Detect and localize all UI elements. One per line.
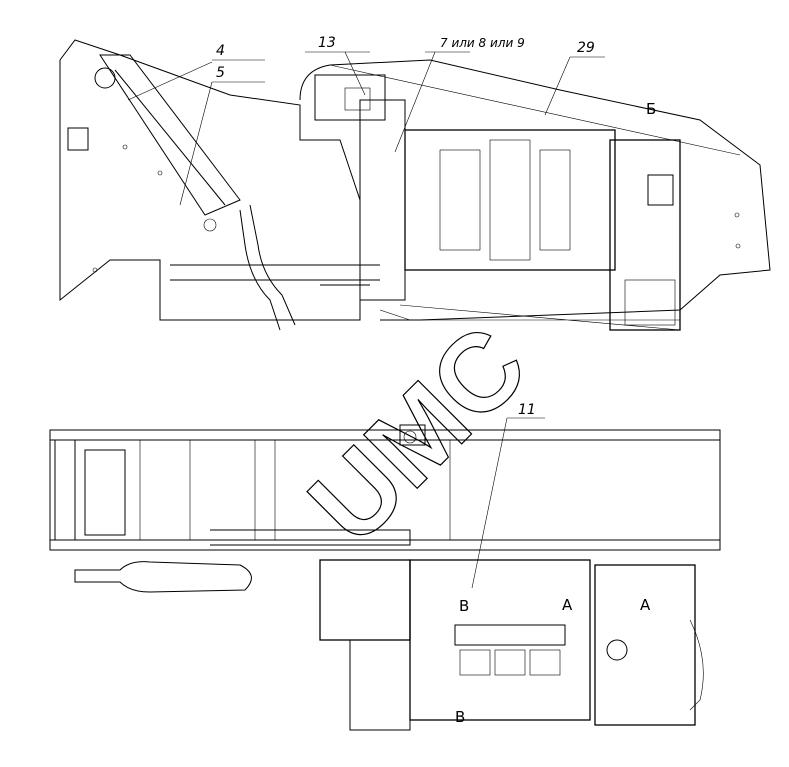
engine-block bbox=[404, 129, 616, 271]
exhaust-muffler bbox=[99, 54, 241, 216]
view-mark-v-2: В bbox=[455, 708, 465, 726]
callout-5: 5 bbox=[216, 65, 225, 81]
top-view-assembly bbox=[49, 424, 721, 731]
frame-rail bbox=[49, 429, 721, 551]
transmission bbox=[609, 139, 681, 331]
radiator bbox=[319, 559, 411, 641]
hood-outline bbox=[299, 59, 771, 321]
callout-11: 11 bbox=[518, 402, 536, 418]
muffler-bottom bbox=[74, 561, 252, 593]
view-mark-v-1: В bbox=[459, 597, 469, 615]
transmission-top bbox=[594, 564, 696, 726]
callout-29: 29 bbox=[577, 40, 595, 56]
engine-block-top bbox=[409, 559, 591, 721]
air-filter bbox=[314, 74, 386, 121]
view-mark-a-2: А bbox=[640, 596, 651, 614]
view-mark-a-1: А bbox=[562, 596, 573, 614]
side-view-assembly bbox=[59, 39, 771, 331]
callout-13: 13 bbox=[318, 35, 336, 51]
leader-lines bbox=[127, 51, 605, 589]
callout-7-8-9: 7 или 8 или 9 bbox=[440, 36, 525, 50]
view-mark-b: Б bbox=[646, 100, 656, 118]
exhaust-pipe bbox=[239, 204, 296, 331]
watermark: UMC bbox=[286, 303, 550, 567]
callout-4: 4 bbox=[216, 43, 225, 59]
